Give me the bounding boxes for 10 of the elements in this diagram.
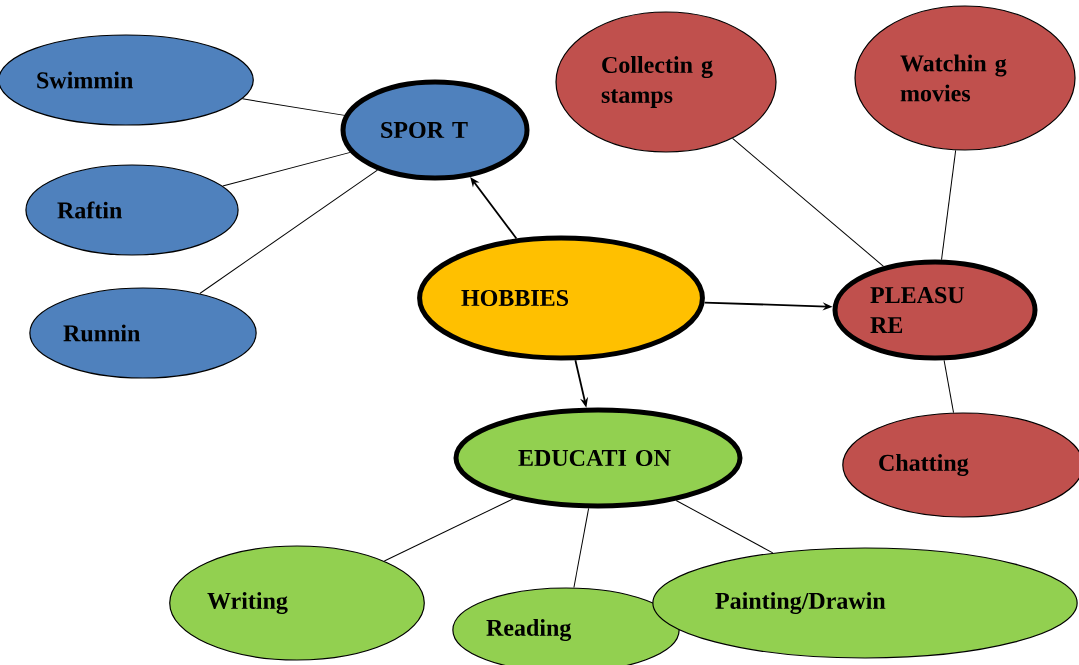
connector-line: [199, 169, 378, 294]
connector-line: [241, 98, 346, 116]
connector-line: [943, 359, 955, 414]
node-label: Reading: [486, 619, 572, 641]
connector-line: [383, 498, 514, 562]
connector-line: [675, 499, 774, 554]
connector-line: [573, 507, 590, 588]
connector-line: [222, 151, 351, 187]
connector-line: [732, 137, 884, 267]
connector-line: [941, 149, 957, 261]
